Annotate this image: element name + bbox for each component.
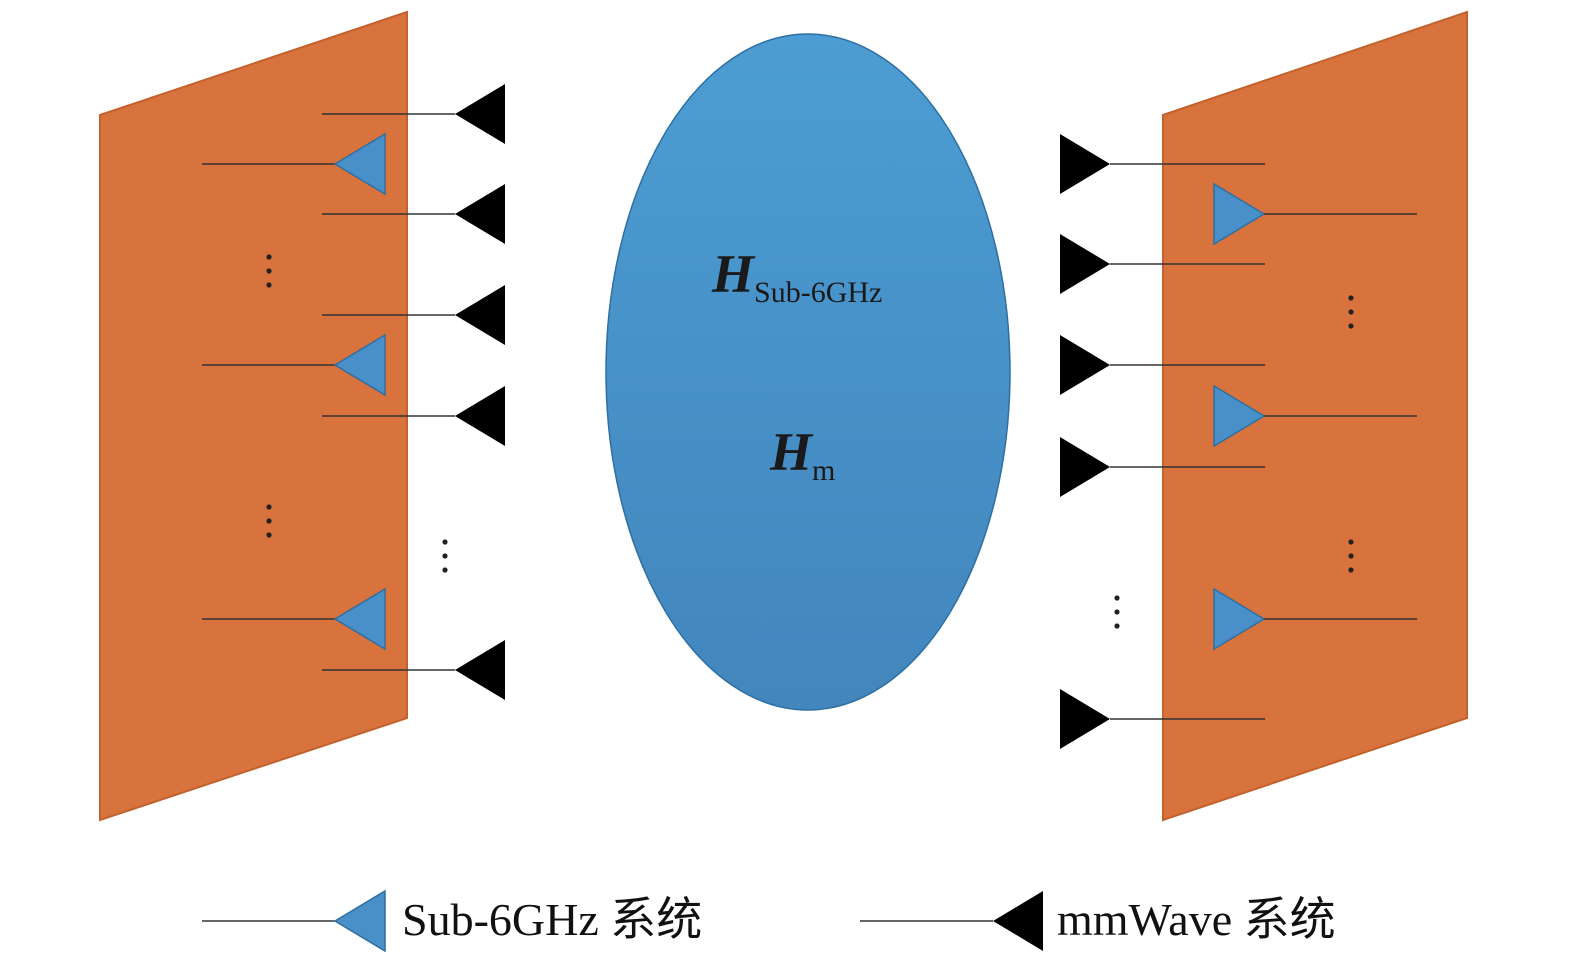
mmwave-antenna-icon <box>455 84 505 144</box>
channel-symbol-sub6: H <box>711 244 756 304</box>
sub6-antenna-icon <box>1213 384 1266 448</box>
mmwave-antenna-icon <box>1060 335 1110 395</box>
left-mmwave-antennas <box>322 84 505 700</box>
sub6-antenna-icon <box>333 587 386 651</box>
right-vertical-ellipsis <box>1114 295 1354 629</box>
sub6-antenna-icon <box>333 333 386 397</box>
mmwave-antenna-icon <box>455 640 505 700</box>
legend-item-mmwave: mmWave 系统 <box>860 891 1336 951</box>
legend-item-sub6: Sub-6GHz 系统 <box>202 889 702 953</box>
channel-symbol-mm: H <box>769 422 814 482</box>
mmwave-antenna-icon <box>455 184 505 244</box>
left-sub6-antennas <box>202 132 386 651</box>
channel-subscript-sub6: Sub-6GHz <box>754 276 882 309</box>
channel-label-mm: Hm <box>769 422 835 487</box>
sub6-antenna-icon <box>1213 587 1266 651</box>
mmwave-antenna-icon <box>1060 234 1110 294</box>
sub6-antenna-icon <box>333 132 386 196</box>
mmwave-antenna-icon <box>1060 134 1110 194</box>
legend-label-mmwave: mmWave 系统 <box>1057 894 1336 945</box>
channel-ellipse <box>605 33 1011 711</box>
channel-label-sub6: HSub-6GHz <box>711 244 882 309</box>
right-sub6-antennas <box>1213 182 1417 651</box>
legend: Sub-6GHz 系统 mmWave 系统 <box>202 889 1336 953</box>
sub6-legend-icon <box>333 889 386 953</box>
right-mmwave-antennas <box>1060 134 1265 749</box>
mmwave-legend-icon <box>993 891 1043 951</box>
channel-subscript-mm: m <box>812 454 835 487</box>
mmwave-antenna-icon <box>1060 689 1110 749</box>
mmwave-antenna-icon <box>455 386 505 446</box>
sub6-antenna-icon <box>1213 182 1266 246</box>
legend-label-sub6: Sub-6GHz 系统 <box>402 894 702 945</box>
mmwave-antenna-icon <box>455 285 505 345</box>
left-vertical-ellipsis <box>266 254 448 573</box>
mmwave-antenna-icon <box>1060 437 1110 497</box>
